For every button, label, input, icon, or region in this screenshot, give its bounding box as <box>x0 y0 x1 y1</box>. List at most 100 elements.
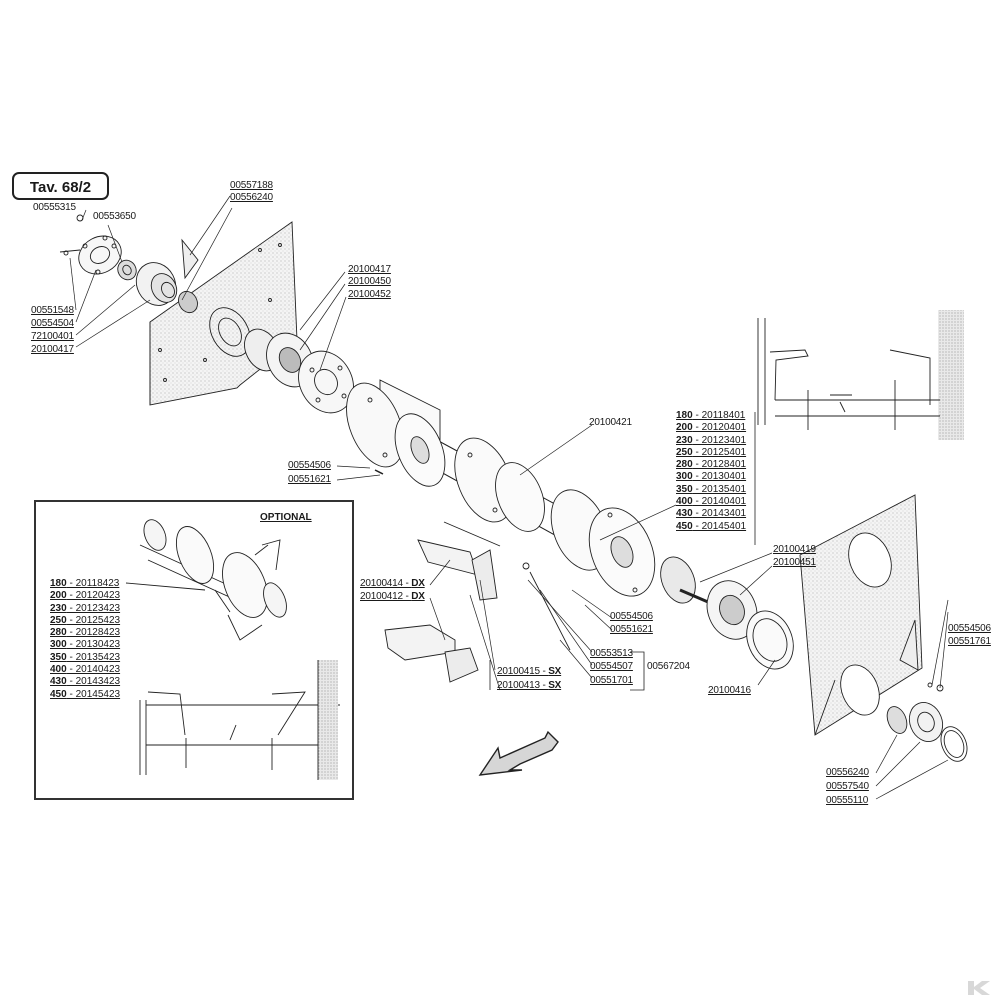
size-code-row: 450 - 20145401 <box>676 521 746 533</box>
size-code-row: 350 - 20135423 <box>50 652 120 664</box>
part-label: 20100412 - DX <box>360 591 425 602</box>
part-label: 00567204 <box>647 661 690 672</box>
size-code-row: 180 - 20118423 <box>50 578 120 590</box>
size-code-row: 250 - 20125423 <box>50 615 120 627</box>
size-value: 450 <box>50 688 67 700</box>
size-value: 250 <box>676 446 693 458</box>
size-code-row: 430 - 20143401 <box>676 508 746 520</box>
part-code: - 20128423 <box>66 627 121 639</box>
size-value: 280 <box>676 459 693 471</box>
part-code: - 20143423 <box>66 676 121 688</box>
size-value: 400 <box>676 496 693 508</box>
part-label: 20100415 - SX <box>497 666 562 677</box>
part-label: 20100417 <box>348 264 391 275</box>
part-code: - 20135423 <box>66 651 121 663</box>
part-code: - 20118423 <box>66 578 120 589</box>
part-label: 00554507 <box>590 661 633 672</box>
part-label: 00554506 <box>948 623 991 634</box>
size-value: 300 <box>50 639 67 651</box>
part-label: 20100413 - SX <box>497 680 562 691</box>
part-label: 00553650 <box>93 211 136 222</box>
bracket-lines <box>489 412 756 691</box>
bearing-right-outer <box>886 682 968 762</box>
part-code: - 20143401 <box>692 508 747 520</box>
size-value: 400 <box>50 664 67 676</box>
part-code: - 20145423 <box>66 688 121 700</box>
part-code: - 20123423 <box>66 602 121 614</box>
size-value: 180 <box>50 578 67 589</box>
part-label: 20100419 <box>773 544 816 555</box>
part-label: 00557188 <box>230 180 273 191</box>
part-label: 00551621 <box>288 474 331 485</box>
size-code-row: 450 - 20145423 <box>50 689 120 701</box>
size-code-row: 300 - 20130423 <box>50 639 120 651</box>
size-value: 350 <box>50 651 67 663</box>
size-code-row: 350 - 20135401 <box>676 484 746 496</box>
size-code-row: 280 - 20128401 <box>676 459 746 471</box>
size-code-row: 430 - 20143423 <box>50 676 120 688</box>
part-label: 00556240 <box>826 767 869 778</box>
size-code-row: 230 - 20123401 <box>676 435 746 447</box>
inset-sketch-rotor <box>757 310 964 440</box>
part-label: 00554504 <box>31 318 74 329</box>
part-code: - 20125423 <box>66 614 121 626</box>
size-value: 430 <box>50 676 67 688</box>
part-code: - 20118401 <box>692 410 746 421</box>
part-label: 20100417 <box>31 344 74 355</box>
size-value: 250 <box>50 614 67 626</box>
part-code: - 20145401 <box>692 520 747 532</box>
size-value: 180 <box>676 410 693 421</box>
part-label: 00557540 <box>826 781 869 792</box>
size-code-row: 400 - 20140423 <box>50 664 120 676</box>
size-value: 350 <box>676 483 693 495</box>
part-label: 20100421 <box>589 417 632 428</box>
leader-lines <box>69 195 949 800</box>
size-code-row: 300 - 20130401 <box>676 471 746 483</box>
left-side-plate <box>149 221 298 406</box>
size-code-row: 400 - 20140401 <box>676 496 746 508</box>
end-cover-left <box>59 214 122 275</box>
part-label: 20100452 <box>348 289 391 300</box>
part-label: 00551548 <box>31 305 74 316</box>
part-code: - 20140423 <box>66 664 121 676</box>
optional-title: OPTIONAL <box>260 512 312 523</box>
size-code-row: 200 - 20120423 <box>50 590 120 602</box>
part-label: 00554506 <box>288 460 331 471</box>
size-code-row: 250 - 20125401 <box>676 447 746 459</box>
part-code: - 20135401 <box>692 483 747 495</box>
part-code: - 20120401 <box>692 422 747 434</box>
size-code-row: 180 - 20118401 <box>676 410 746 422</box>
part-code: - 20130401 <box>692 471 747 483</box>
part-label: 20100414 - DX <box>360 578 425 589</box>
size-code-row: 200 - 20120401 <box>676 422 746 434</box>
part-code: - 20128401 <box>692 459 747 471</box>
part-label: 00551761 <box>948 636 991 647</box>
part-code: - 20140401 <box>692 496 747 508</box>
optional-box <box>34 500 354 800</box>
part-code: - 20125401 <box>692 446 747 458</box>
blades <box>384 521 571 683</box>
part-label: 72100401 <box>31 331 74 342</box>
part-label: 00555315 <box>33 202 76 213</box>
size-code-row: 280 - 20128423 <box>50 627 120 639</box>
plate-title: Tav. 68/2 <box>12 172 109 200</box>
part-label: 00554506 <box>610 611 653 622</box>
part-label: 20100451 <box>773 557 816 568</box>
part-label: 00553513 <box>590 648 633 659</box>
k-logo-icon <box>968 981 990 995</box>
bearing-left <box>135 262 198 314</box>
size-value: 200 <box>50 590 67 602</box>
size-value: 200 <box>676 422 693 434</box>
part-code: - 20120423 <box>66 590 121 602</box>
part-label: 00551621 <box>610 624 653 635</box>
size-code-row: 230 - 20123423 <box>50 603 120 615</box>
bearing-housing <box>244 328 354 414</box>
bearing-right <box>660 556 794 670</box>
nut-left <box>117 259 137 281</box>
direction-arrow <box>478 730 559 776</box>
size-value: 430 <box>676 508 693 520</box>
part-label: 20100416 <box>708 685 751 696</box>
